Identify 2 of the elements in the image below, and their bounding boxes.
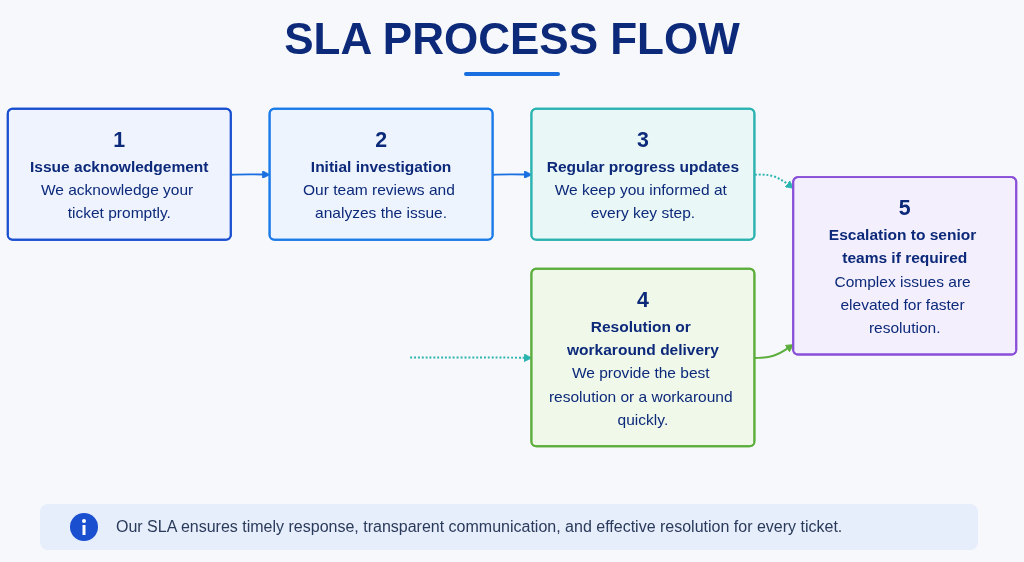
footer-note: Our SLA ensures timely response, transparent communication, and effective resolution for every ticket.: [116, 518, 843, 536]
title: SLA PROCESS FLOW: [283, 14, 741, 64]
